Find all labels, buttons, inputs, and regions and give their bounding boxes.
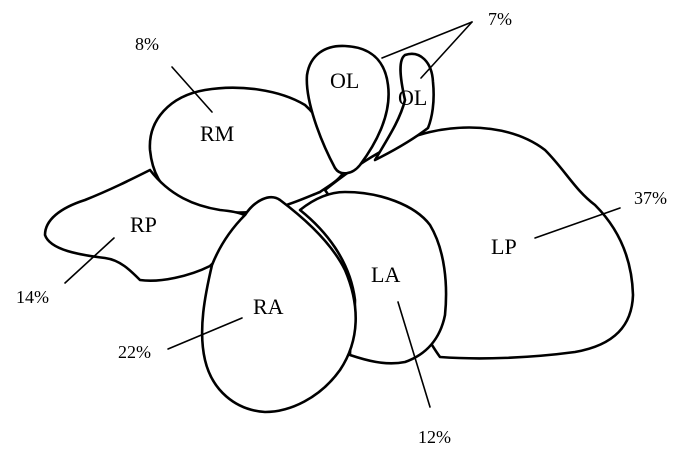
lobe-lp-outline [323, 126, 635, 360]
ra-leader-line [167, 317, 243, 350]
lobe-ol-small-label: OL [398, 85, 427, 110]
lp-percent: 37% [634, 188, 667, 208]
rp-leader-line [64, 237, 115, 284]
lobe-la-label: LA [371, 262, 400, 287]
lobe-rp-outline [43, 168, 252, 282]
ol-percent: 7% [488, 9, 512, 29]
lp-leader-line [534, 207, 621, 239]
la-leader-line [397, 301, 431, 408]
ol-leader-line-1 [381, 21, 473, 59]
lobe-ol-label: OL [330, 68, 359, 93]
rm-percent: 8% [135, 34, 159, 54]
rp-percent: 14% [16, 287, 49, 307]
lobe-lp-label: LP [491, 234, 517, 259]
lobe-ra-outline [200, 195, 357, 414]
ol-leader-line-2 [420, 21, 473, 79]
ra-percent: 22% [118, 342, 151, 362]
lobe-ra-label: RA [253, 294, 284, 319]
lobe-rp-label: RP [130, 212, 157, 237]
lobe-ol-outline [305, 44, 390, 175]
lobe-ol-small-outline [373, 52, 435, 162]
la-percent: 12% [418, 427, 451, 447]
rm-leader-line [171, 66, 213, 113]
lobe-rm-label: RM [200, 121, 234, 146]
